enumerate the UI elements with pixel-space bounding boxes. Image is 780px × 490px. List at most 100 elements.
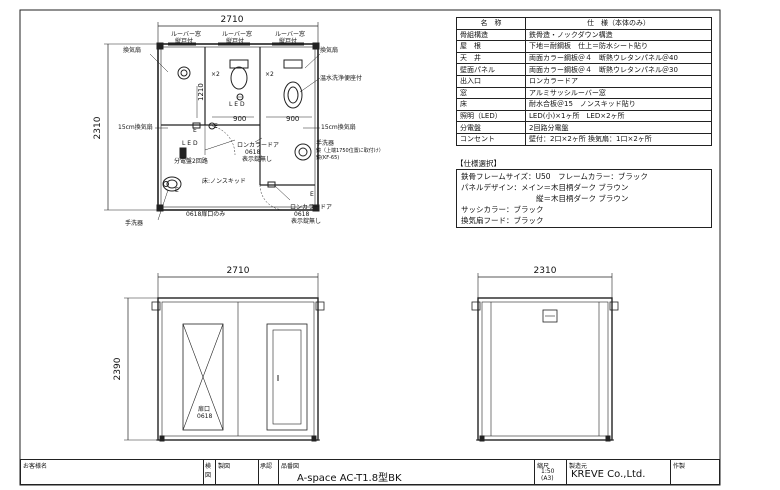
drawn-label: 製図	[218, 463, 231, 470]
option-line: パネルデザイン：メイン＝木目柄ダーク ブラウン	[461, 183, 629, 192]
spec-row: 壁面パネル両面カラー鋼板＠４ 断熱ウレタンパネル＠30	[456, 63, 712, 76]
paper-size: (A3)	[541, 475, 554, 482]
spec-key: コンセント	[456, 132, 526, 146]
louver1-line2: 縦戸付	[175, 37, 193, 45]
spec-key: 床	[456, 98, 526, 111]
seat-label: 温水洗浄便座付	[320, 74, 362, 82]
door1-line2: 0618	[245, 149, 260, 156]
check-label: 検図	[205, 463, 212, 479]
model-label: 品番図	[281, 463, 300, 470]
scale-value: 1:50	[541, 468, 555, 475]
dim-front-height: 2390	[113, 357, 123, 380]
plan-view	[104, 22, 321, 221]
door-opening-line2: 0618	[197, 413, 212, 420]
vent-right-label: 換気扇	[320, 46, 338, 54]
dim-plan-depth: 2310	[93, 116, 103, 139]
door3-line1: ロンカラードア	[290, 204, 332, 211]
spec-key: 骨組構造	[456, 28, 526, 42]
spec-row: 天 井両面カラー鋼板＠４ 断熱ウレタンパネル＠40	[456, 51, 712, 65]
scale-label: 縮尺	[537, 463, 550, 470]
spec-value: 下地＝耐鋼板 仕上＝防水シート貼り	[525, 40, 712, 53]
spec-value: アルミサッシルーバー窓	[525, 86, 712, 100]
approve-cell: 承認	[259, 460, 279, 484]
plan-labels: 2710 2310 換気扇 換気扇 ルーバー窓 縦戸付 ルーバー窓 縦戸付 ルー…	[93, 15, 384, 227]
options-section: 【仕様選択】 鉄骨フレームサイズ：U50 フレームカラー：ブラック パネルデザイ…	[456, 158, 712, 228]
e-mark-c: E	[175, 187, 179, 194]
date-cell: 作製	[671, 460, 719, 484]
door2-label: 0618扉口のみ	[186, 210, 225, 218]
sink1-line1: 手洗器	[316, 139, 334, 147]
dim-900-a: 900	[233, 115, 246, 123]
title-block: お客様名 検図 製図 承認 品番図 A-space AC-T1.8型BK 縮尺 …	[20, 459, 720, 485]
spec-value: 両面カラー鋼板＠４ 断熱ウレタンパネル＠40	[525, 51, 712, 65]
spec-key: 分電盤	[456, 121, 526, 134]
spec-key: 壁面パネル	[456, 63, 526, 76]
dim-side-width: 2310	[534, 266, 557, 276]
spec-key: 窓	[456, 86, 526, 100]
company-name: KREVE Co.,Ltd.	[571, 469, 646, 480]
check-cell: 検図	[204, 460, 216, 484]
spec-row: 出入口ロンカラードア	[456, 74, 712, 88]
louver3-line2: 縦戸付	[279, 37, 297, 45]
approve-label: 承認	[260, 463, 273, 470]
customer-label: お客様名	[23, 463, 48, 470]
panel-label: 分電盤2回路	[174, 157, 208, 165]
company-cell: 製造元 KREVE Co.,Ltd.	[567, 460, 671, 484]
floor-label: 床:ノンスキッド	[202, 177, 246, 185]
spec-row: 骨組構造鉄骨造・ノックダウン構造	[456, 28, 712, 42]
sink1-line2: 鏡（上端1750位置に取付け）	[316, 147, 384, 154]
spec-value: 両面カラー鋼板＠４ 断熱ウレタンパネル＠30	[525, 63, 712, 76]
e-mark-a: E	[193, 127, 197, 134]
front-elevation	[124, 273, 325, 442]
spec-value: 鉄骨造・ノックダウン構造	[525, 28, 712, 42]
customer-cell: お客様名	[21, 460, 204, 484]
door3-line2: 0618	[294, 211, 309, 218]
spec-key: 天 井	[456, 51, 526, 65]
spec-key: 屋 根	[456, 40, 526, 53]
louver1-line1: ルーバー窓	[171, 30, 201, 38]
scale-cell: 縮尺 1:50 (A3)	[535, 460, 567, 484]
options-box: 鉄骨フレームサイズ：U50 フレームカラー：ブラック パネルデザイン：メイン＝木…	[456, 169, 712, 228]
louver3-line1: ルーバー窓	[275, 30, 305, 38]
dim-front-width: 2710	[227, 266, 250, 276]
spec-row: 床耐水合板＠15 ノンスキッド貼り	[456, 98, 712, 111]
date-label: 作製	[673, 463, 686, 470]
spec-key: 照明（LED）	[456, 109, 526, 123]
door3-line3: 表示錠無し	[291, 217, 321, 225]
louver2-line2: 縦戸付	[226, 37, 244, 45]
spec-value: 耐水合板＠15 ノンスキッド貼り	[525, 98, 712, 111]
spec-header-name: 名 称	[456, 17, 526, 30]
vent15-left-label: 15cm換気扇	[118, 123, 153, 131]
spec-value: LED(小)×1ヶ所 LED×2ヶ所	[525, 109, 712, 123]
side-elevation	[471, 273, 619, 442]
spec-row: 窓アルミサッシルーバー窓	[456, 86, 712, 100]
led-label-a: L E D	[229, 101, 245, 108]
x2-label-a: ×2	[211, 71, 220, 78]
company-label: 製造元	[569, 463, 588, 470]
option-line: 鉄骨フレームサイズ：U50 フレームカラー：ブラック	[461, 172, 648, 181]
sheet-border	[19, 9, 721, 486]
spec-table: 名 称 仕 様（本体のみ） 骨組構造鉄骨造・ノックダウン構造 屋 根下地＝耐鋼板…	[456, 17, 712, 146]
front-labels: 2710 2390 扉口 0618	[113, 266, 250, 420]
spec-value: ロンカラードア	[525, 74, 712, 88]
model-cell: 品番図 A-space AC-T1.8型BK	[279, 460, 535, 484]
e-mark-b: E	[214, 123, 218, 130]
spec-value: 壁付：2口×2ヶ所 換気扇：1口×2ヶ所	[525, 132, 712, 146]
spec-row: 屋 根下地＝耐鋼板 仕上＝防水シート貼り	[456, 40, 712, 53]
option-line: 換気扇フード：ブラック	[461, 216, 544, 225]
sink1-line3: 鏡(KF-65)	[316, 154, 339, 161]
handwash-label: 手洗器	[125, 219, 143, 227]
vent15-right-label: 15cm換気扇	[321, 123, 356, 131]
spec-value: 2回路分電盤	[525, 121, 712, 134]
louver2-line1: ルーバー窓	[222, 30, 252, 38]
e-mark-d: E	[310, 191, 314, 198]
option-line: サッシカラー：ブラック	[461, 205, 544, 214]
door1-line3: 表示錠無し	[242, 155, 272, 163]
x2-label-b: ×2	[265, 71, 274, 78]
dim-900-b: 900	[286, 115, 299, 123]
model-name: A-space AC-T1.8型BK	[297, 473, 402, 484]
spec-header-row: 名 称 仕 様（本体のみ）	[456, 17, 712, 30]
dim-plan-width: 2710	[221, 15, 244, 25]
